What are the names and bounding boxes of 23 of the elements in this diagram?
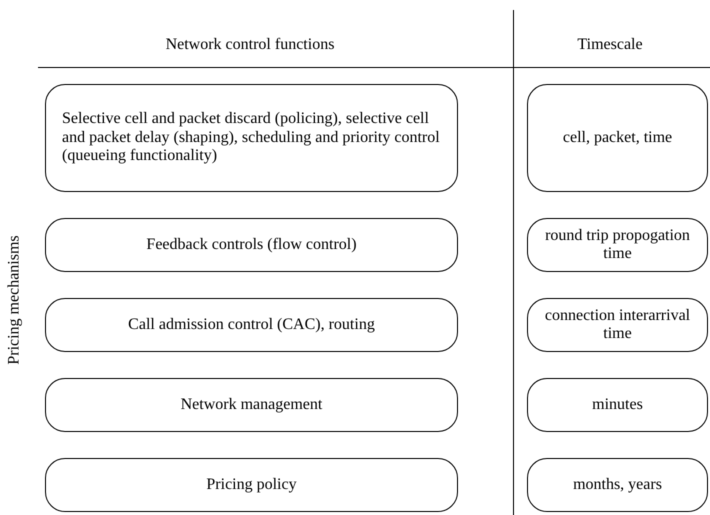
box-text: months, years xyxy=(573,476,662,494)
box-text: connection interarrival time xyxy=(544,306,692,344)
box-text: Feedback controls (flow control) xyxy=(146,236,357,254)
timescale-box xyxy=(527,458,708,512)
timescale-box xyxy=(527,378,708,432)
column-header: Timescale xyxy=(576,35,644,55)
box-text: cell, packet, time xyxy=(562,128,672,148)
function-box xyxy=(45,298,458,352)
function-box xyxy=(45,458,458,512)
function-box xyxy=(45,84,458,192)
box-text: Selective cell and packet discard (policing), selective cell and packet delay (shaping), scheduling and priority control (queueing functionality) xyxy=(62,110,441,166)
box-text: Network management xyxy=(180,396,322,414)
box-text: Call admission control (CAC), routing xyxy=(128,316,375,334)
column-header: Network control functions xyxy=(164,35,336,55)
axis-label: Pricing mechanisms xyxy=(5,235,24,365)
function-box xyxy=(45,378,458,432)
timescale-box xyxy=(527,84,708,192)
box-text: Pricing policy xyxy=(206,476,297,494)
box-text: round trip propogation time xyxy=(544,226,691,264)
timescale-box xyxy=(527,218,708,272)
function-box xyxy=(45,218,458,272)
box-text: minutes xyxy=(592,396,643,414)
timescale-box xyxy=(527,298,708,352)
